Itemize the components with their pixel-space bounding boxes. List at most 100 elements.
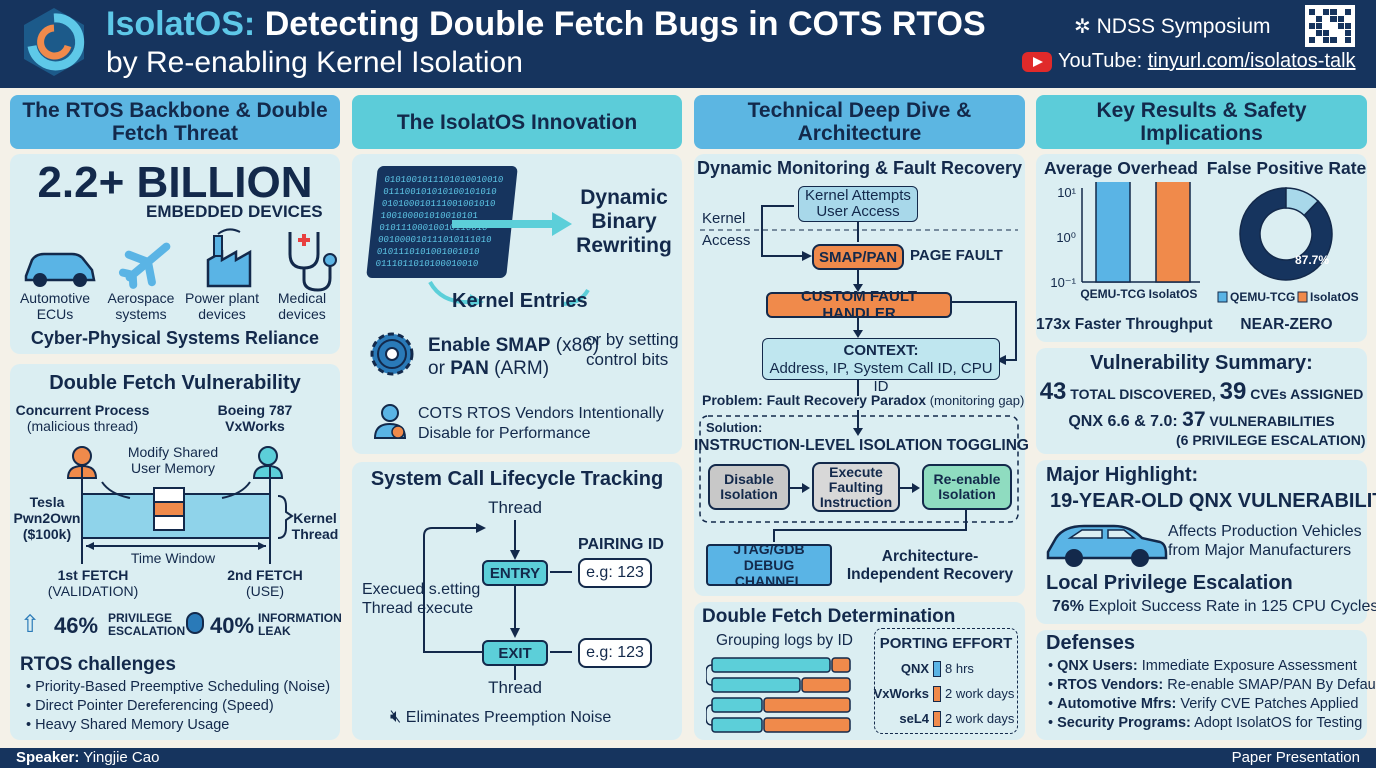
- main-title: IsolatOS: Detecting Double Fetch Bugs in…: [106, 5, 986, 43]
- lpe-stat: 76% Exploit Success Rate in 125 CPU Cycl…: [1052, 598, 1376, 615]
- kernel-attempts-box: Kernel Attempts User Access: [798, 186, 918, 222]
- porting-os: seL4: [899, 711, 929, 726]
- totals-line: 43 TOTAL DISCOVERED, 39 CVEs ASSIGNED: [1039, 378, 1364, 405]
- vuln-summary-title: Vulnerability Summary:: [1090, 352, 1313, 374]
- entry-node: ENTRY: [482, 560, 548, 586]
- col2-header: The IsolatOS Innovation: [352, 95, 682, 149]
- vuln-title: Double Fetch Vulnerability: [49, 372, 301, 394]
- list-item: • RTOS Vendors: Re-enable SMAP/PAN By De…: [1048, 677, 1376, 693]
- qnx-19-year: 19-YEAR-OLD QNX VULNERABILITY: [1050, 490, 1376, 512]
- thread-bottom: Thread: [488, 678, 542, 697]
- concurrent-process: Concurrent Process(malicious thread): [15, 402, 150, 434]
- highlight-panel: Major Highlight: 19-YEAR-OLD QNX VULNERA…: [1036, 460, 1376, 624]
- qnx-priv-esc: (6 PRIVILEGE ESCALATION): [1176, 432, 1366, 448]
- lifecycle-flow: [423, 520, 572, 680]
- list-item: • Priority-Based Preemptive Scheduling (…: [26, 679, 331, 695]
- car-icon: [1046, 524, 1168, 567]
- device-label: Medical devices: [277, 290, 327, 322]
- exit-node: EXIT: [482, 640, 548, 666]
- eliminates-noise: 🔇︎ Eliminates Preemption Noise: [390, 706, 612, 726]
- page-fault-label: PAGE FAULT: [910, 247, 1003, 264]
- hand-up-icon: ⇧: [20, 611, 41, 638]
- talk-url[interactable]: tinyurl.com/isolatos-talk: [1147, 50, 1356, 72]
- jtag-debug-channel: JTAG/GDB DEBUG CHANNEL: [706, 541, 832, 589]
- porting-bar: [933, 686, 941, 702]
- smap-pan-label: Enable SMAP (x86)or PAN (ARM): [428, 335, 600, 379]
- time-window-label: Time Window: [130, 550, 216, 566]
- control-bits-label: or by setting control bits: [586, 330, 679, 369]
- device-count-label: EMBEDDED DEVICES: [146, 202, 323, 221]
- porting-bar: [933, 661, 941, 677]
- user-icon: [252, 446, 284, 479]
- challenges-title: RTOS challenges: [20, 654, 176, 675]
- execued-label: Execued s.etting Thread execute: [362, 581, 481, 617]
- near-zero-label: NEAR-ZERO: [1240, 316, 1333, 333]
- smap-pan-box: SMAP/PAN: [812, 244, 904, 270]
- determination-title: Double Fetch Determination: [702, 606, 956, 627]
- device-count: 2.2+ BILLION: [37, 158, 313, 207]
- porting-effort: 2 work days: [945, 711, 1015, 726]
- lifecycle-title: System Call Lifecycle Tracking: [370, 468, 664, 490]
- list-item: • Automotive Mfrs: Verify CVE Patches Ap…: [1048, 696, 1359, 712]
- header-bar: IsolatOS: Detecting Double Fetch Bugs in…: [0, 0, 1376, 88]
- speaker: Speaker: Yingjie Cao: [16, 749, 160, 766]
- col1-header: The RTOS Backbone & Double Fetch Threat: [10, 95, 340, 149]
- porting-row: QNX 8 hrs: [875, 659, 1017, 679]
- device-icons: [24, 228, 337, 292]
- fetch1-label: 1st FETCH(VALIDATION): [47, 567, 139, 599]
- monitor-title: Dynamic Monitoring & Fault Recovery: [696, 158, 1023, 178]
- architecture-panel: Dynamic Monitoring & Fault Recovery Kern…: [694, 154, 1029, 596]
- solution-label: Solution:: [706, 420, 763, 435]
- porting-bar: [933, 711, 941, 727]
- device-label: Automotive ECUs: [19, 290, 91, 322]
- qnx-line: QNX 6.6 & 7.0: 37 VULNERABILITIES: [1068, 408, 1335, 431]
- presentation-type: Paper Presentation: [1231, 749, 1360, 766]
- lpe-title: Local Privilege Escalation: [1046, 572, 1293, 594]
- x-tick-label: QEMU-TCG: [1080, 287, 1145, 301]
- mute-speaker-icon: 🔇︎: [390, 706, 402, 726]
- kernel-entries-label: Kernel Entries: [452, 290, 588, 312]
- fetch2-label: 2nd FETCH(USE): [227, 567, 303, 599]
- double-fetch-diagram: [66, 446, 294, 564]
- legend-label: IsolatOS: [1310, 290, 1359, 304]
- ndss-icon: ✲: [1074, 16, 1091, 38]
- porting-os: QNX: [900, 661, 929, 676]
- vendors-note: COTS RTOS Vendors Intentionally Disable …: [418, 405, 664, 442]
- lock-icon: [186, 612, 204, 634]
- tesla-label: Tesla Pwn2Own ($100k): [13, 494, 81, 542]
- slice-label: 87.7%: [1295, 253, 1329, 267]
- list-item: • Security Programs: Adopt IsolatOS for …: [1048, 715, 1363, 731]
- gear-icon: [370, 332, 414, 376]
- porting-effort: 8 hrs: [945, 661, 974, 676]
- legend-swatch: [1297, 291, 1308, 303]
- list-item: • Heavy Shared Memory Usage: [26, 717, 230, 733]
- venue: ✲ NDSS Symposium: [1074, 15, 1271, 38]
- lifecycle-panel: System Call Lifecycle Tracking Thread EN…: [352, 462, 682, 740]
- y-tick-label: 10¹: [1057, 185, 1076, 200]
- youtube-link[interactable]: YouTube: tinyurl.com/isolatos-talk: [1022, 50, 1356, 73]
- context-box: CONTEXT:Address, IP, System Call ID, CPU…: [762, 338, 1000, 395]
- devices-panel: 2.2+ BILLION EMBEDDED DEVICES Automotive…: [10, 154, 340, 354]
- porting-os: VxWorks: [873, 686, 929, 701]
- toggling-label: INSTRUCTION-LEVEL ISOLATION TOGGLING: [694, 437, 1029, 454]
- list-item: • Direct Pointer Dereferencing (Speed): [26, 698, 274, 714]
- y-tick-label: 10⁰: [1056, 230, 1076, 245]
- kernel-thread-label: Kernel Thread: [291, 510, 339, 542]
- list-item: • QNX Users: Immediate Exposure Assessme…: [1048, 658, 1357, 674]
- pairing-id-exit: e.g: 123: [578, 638, 652, 668]
- pie-slice: [1285, 187, 1320, 217]
- subtitle: by Re-enabling Kernel Isolation: [106, 46, 523, 79]
- disable-isolation-step: Disable Isolation: [708, 464, 790, 510]
- kernel-access-label: Kernel Access: [702, 210, 751, 249]
- overhead-bar-chart: 10¹10⁰10⁻¹~80xQEMU-TCG~45%IsolatOS: [1050, 182, 1200, 301]
- porting-title: PORTING EFFORT: [879, 635, 1013, 652]
- affects-vehicles: Affects Production Vehicles from Major M…: [1168, 523, 1362, 559]
- reenable-isolation-step: Re-enable Isolation: [922, 464, 1012, 510]
- stethoscope-icon: [288, 232, 337, 292]
- fault-handler-box: CUSTOM FAULT HANDLER: [766, 288, 952, 322]
- defenses-panel: Defenses • QNX Users: Immediate Exposure…: [1036, 630, 1376, 740]
- fp-title: False Positive Rate: [1206, 158, 1367, 178]
